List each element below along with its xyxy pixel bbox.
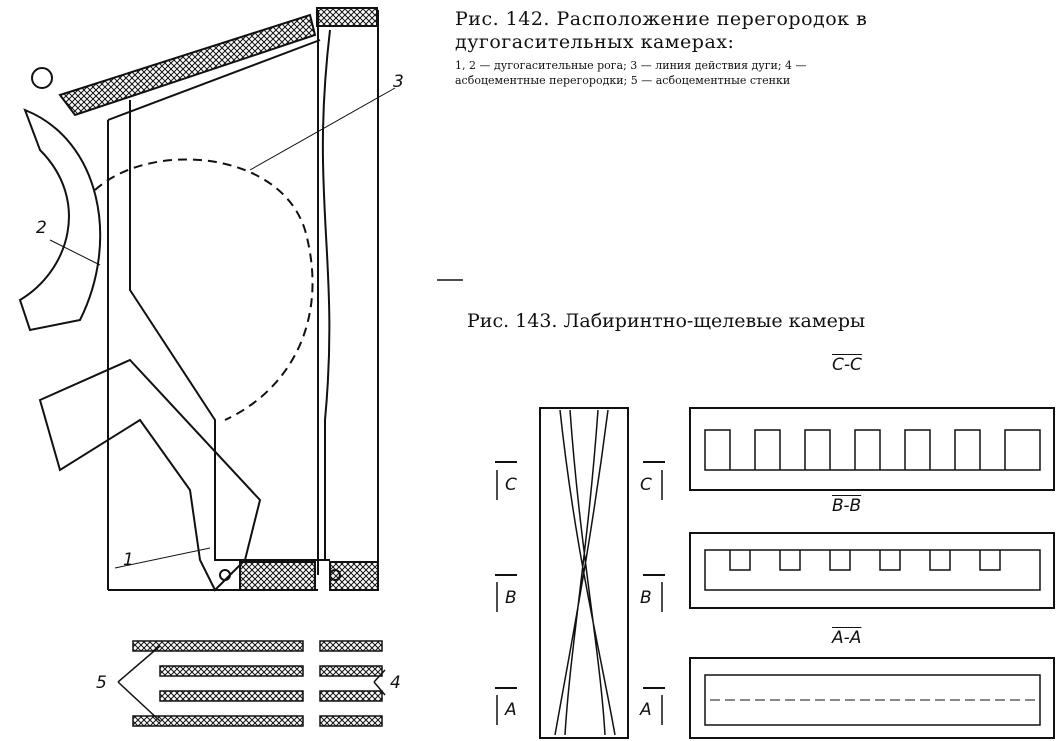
arc-line	[94, 158, 314, 421]
callout-4: 4	[390, 673, 401, 693]
figure-142-legend: 1, 2 — дугогасительные рога; 3 — линия д…	[455, 59, 807, 87]
marker-a-left: A	[505, 700, 517, 720]
marker-c-left: C	[505, 475, 517, 495]
figure-142-title: Рис. 142. Расположение перегородок в дуг…	[455, 8, 868, 53]
callout-5: 5	[96, 673, 107, 693]
section-label-c: C-C	[832, 355, 862, 375]
marker-a-right: A	[640, 700, 652, 720]
marker-b-right: B	[640, 588, 652, 608]
callout-3: 3	[393, 72, 404, 92]
partitions-section	[117, 640, 386, 727]
section-label-a: A-A	[832, 628, 862, 648]
figure-143-title: Рис. 143. Лабиринтно-щелевые камеры	[467, 310, 866, 332]
marker-b-left: B	[505, 588, 517, 608]
marker-c-right: C	[640, 475, 652, 495]
callout-1: 1	[123, 550, 134, 570]
callout-2: 2	[36, 218, 47, 238]
arc-chamber-drawing	[18, 7, 463, 592]
section-label-b: B-B	[832, 496, 862, 516]
labyrinth-chamber-drawing	[495, 407, 1055, 739]
